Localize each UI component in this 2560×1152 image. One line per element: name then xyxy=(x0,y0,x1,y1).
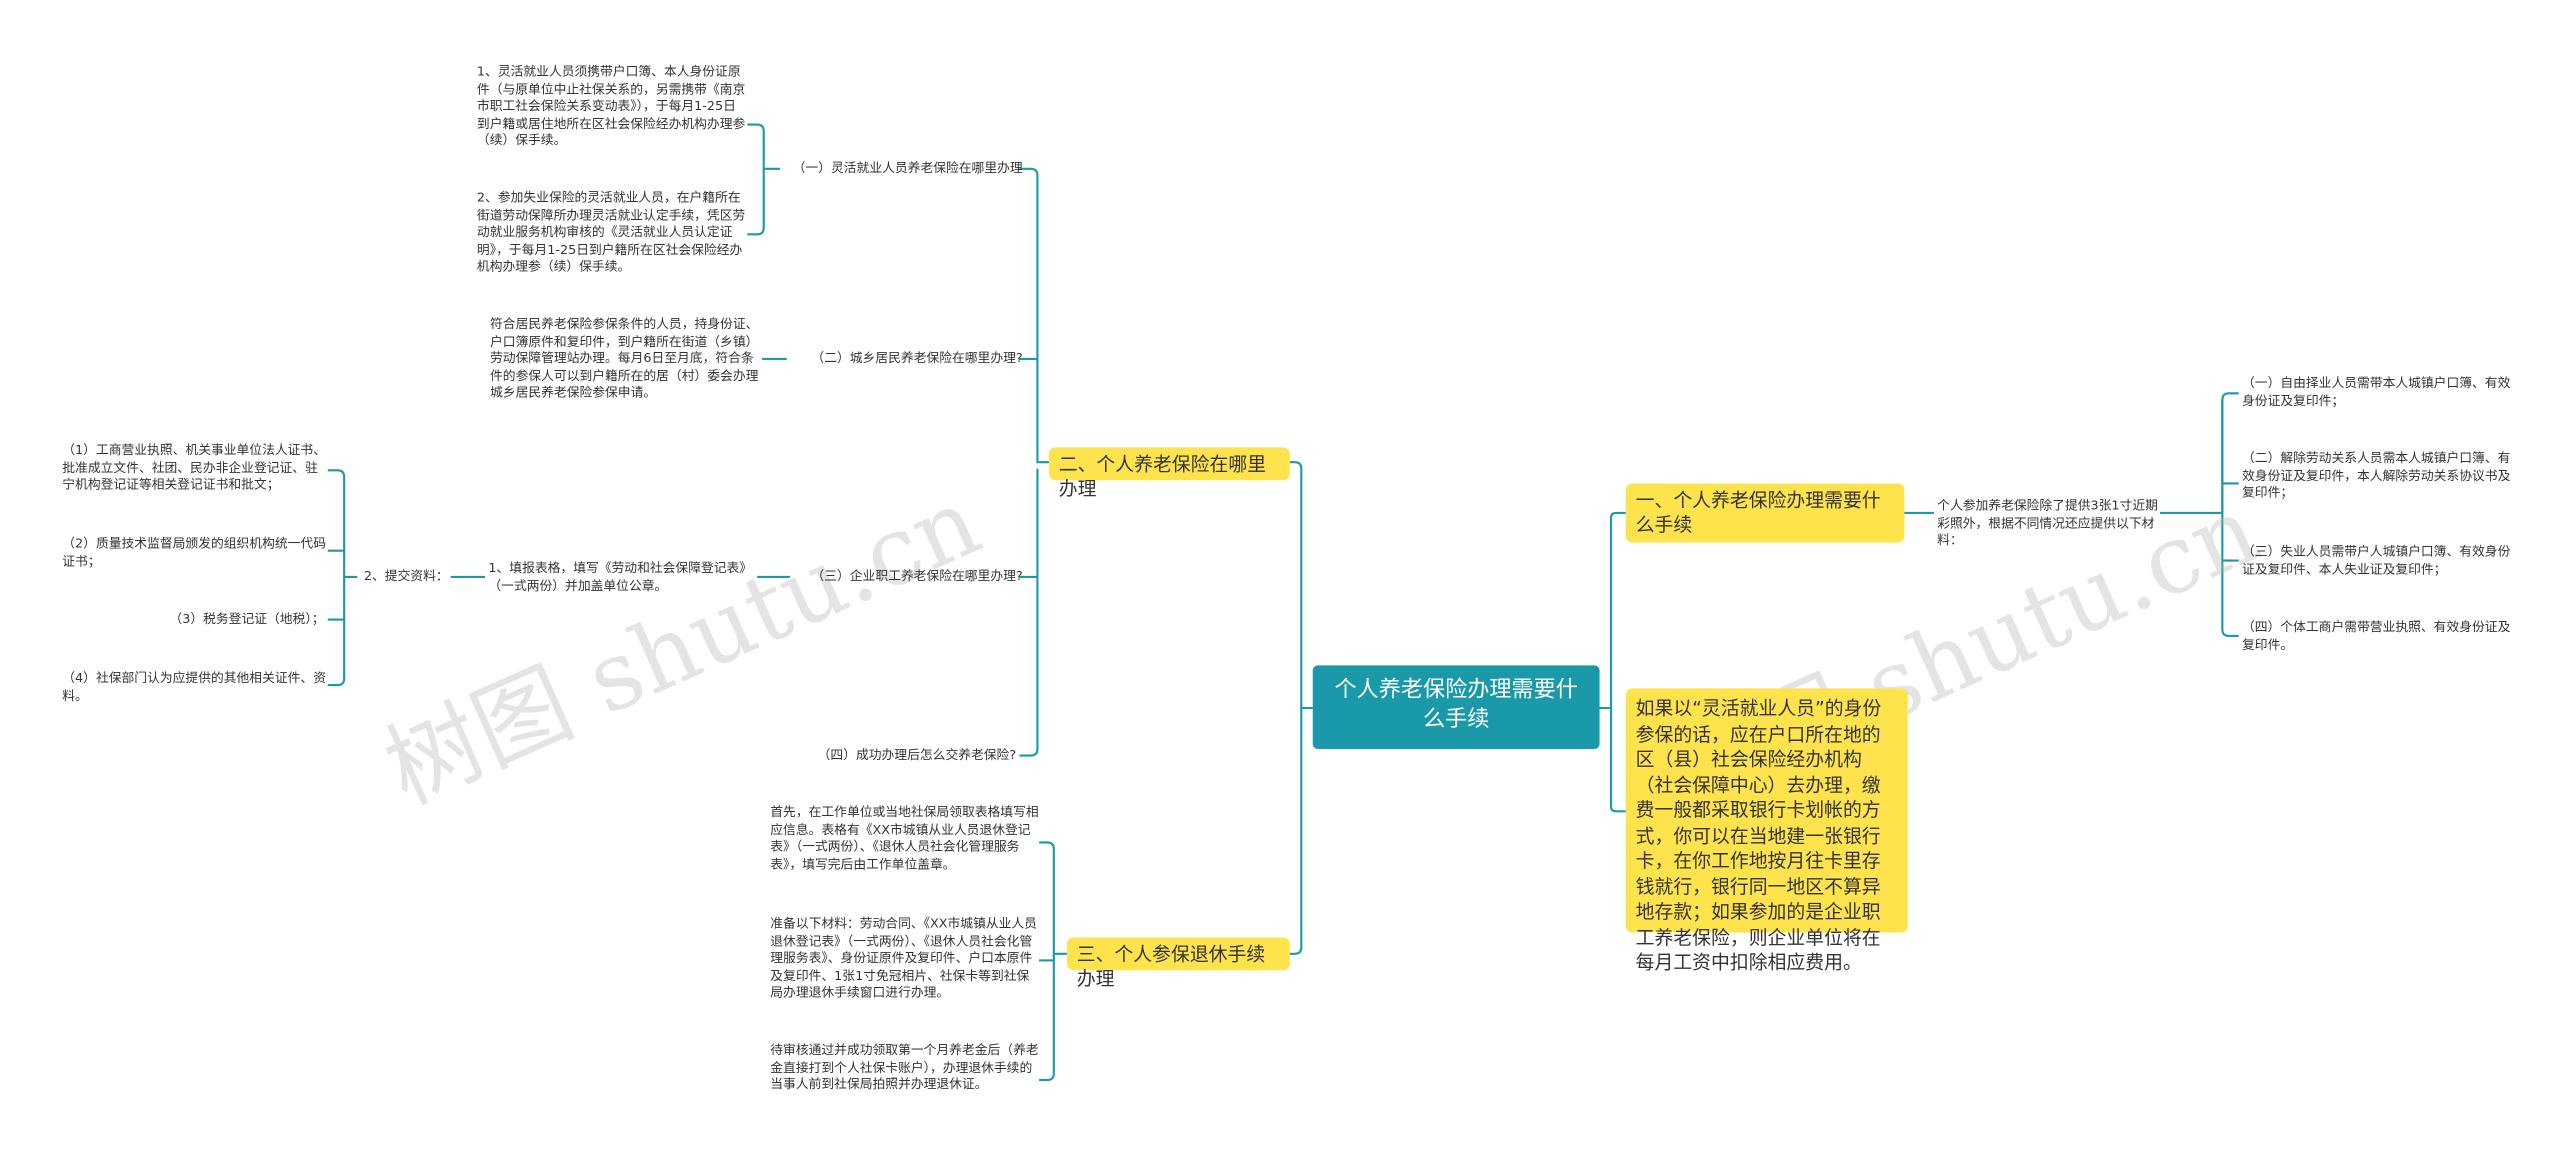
branch-where-to-apply[interactable]: 二、个人养老保险在哪里办理 xyxy=(1048,447,1290,500)
connector xyxy=(2160,392,2239,515)
branch-retirement-procedure[interactable]: 三、个人参保退休手续办理 xyxy=(1066,937,1290,990)
connector xyxy=(1039,953,1055,1082)
connector xyxy=(747,123,781,170)
material-item: （三）失业人员需带户人城镇户口簿、有效身份证及复印件、本人失业证及复印件； xyxy=(2242,544,2511,577)
connector xyxy=(1609,708,1626,813)
sub-flexible-employment[interactable]: （一）灵活就业人员养老保险在哪里办理 xyxy=(792,160,1023,176)
connector xyxy=(747,168,765,236)
submit-item: （3）税务登记证（地税）； xyxy=(169,611,325,627)
connector xyxy=(1019,167,1049,464)
submit-item: （2）质量技术监督局颁发的组织机构统一代码证书； xyxy=(62,535,326,569)
connector xyxy=(1039,841,1067,955)
materials-intro: 个人参加养老保险除了提供3张1寸近期彩照外，根据不同情况还应提供以下材料： xyxy=(1937,498,2158,548)
connector xyxy=(1289,461,1313,710)
root-topic[interactable]: 个人养老保险办理需要什么手续 xyxy=(1312,665,1600,749)
connector xyxy=(327,576,346,687)
retirement-item: 准备以下材料：劳动合同、《XX市城镇从业人员退休登记表》（一式两份）、《退休人员… xyxy=(770,916,1037,1001)
flexible-item: 2、参加失业保险的灵活就业人员，在户籍所在街道劳动保障所办理灵活就业认定手续，凭… xyxy=(476,190,746,275)
enterprise-step-2: 2、提交资料： xyxy=(363,568,449,584)
material-item: （一）自由择业人员需带本人城镇户口簿、有效身份证及复印件； xyxy=(2242,375,2511,408)
submit-item: （1）工商营业执照、机关事业单位法人证书、批准成立文件、社团、民办非企业登记证、… xyxy=(62,442,326,492)
residents-text: 符合居民养老保险参保条件的人员，持身份证、户口簿原件和复印件，到户籍所在街道（乡… xyxy=(490,316,759,401)
sub-urban-rural-residents[interactable]: （二）城乡居民养老保险在哪里办理? xyxy=(811,350,1023,366)
material-item: （四）个体工商户需带营业执照、有效身份证及复印件。 xyxy=(2242,619,2511,652)
connector xyxy=(327,469,358,578)
retirement-item: 首先，在工作单位或当地社保局领取表格填写相应信息。表格有《XX市城镇从业人员退休… xyxy=(770,804,1039,872)
branch-flexible-employment-note[interactable]: 如果以“灵活就业人员”的身份参保的话，应在户口所在地的区（县）社会保险经办机构（… xyxy=(1625,688,1908,974)
sub-pay-after-registration[interactable]: （四）成功办理后怎么交养老保险? xyxy=(817,747,1017,763)
enterprise-step-1: 1、填报表格，填写《劳动和社会保障登记表》（一式两份）并加盖单位公章。 xyxy=(488,560,753,593)
connector xyxy=(1019,468,1039,757)
material-item: （二）解除劳动关系人员需本人城镇户口簿、有效身份证及复印件，本人解除劳动关系协议… xyxy=(2242,450,2511,501)
sub-enterprise-employees[interactable]: （三）企业职工养老保险在哪里办理? xyxy=(811,568,1023,584)
connector xyxy=(2221,399,2239,637)
submit-item: （4）社保部门认为应提供的其他相关证件、资料。 xyxy=(62,670,326,703)
retirement-item: 待审核通过并成功领取第一个月养老金后（养老金直接打到个人社保卡账户），办理退休手… xyxy=(770,1042,1039,1092)
connector xyxy=(1289,708,1303,955)
flexible-item: 1、灵活就业人员须携带户口簿、本人身份证原件（与原单位中止社保关系的，另需携带《… xyxy=(476,63,746,149)
connector xyxy=(1599,511,1626,710)
branch-how-to-apply[interactable]: 一、个人养老保险办理需要什么手续 xyxy=(1625,483,1905,543)
